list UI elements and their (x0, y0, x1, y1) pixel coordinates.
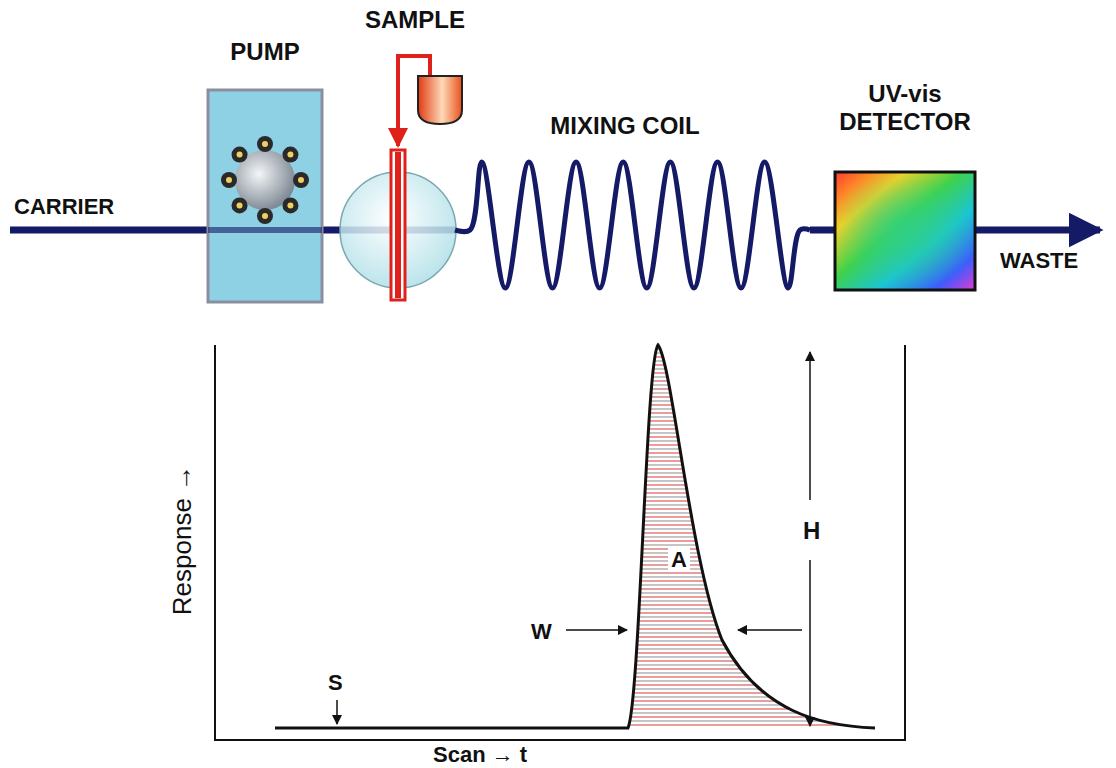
detector-glow (836, 173, 974, 289)
flow-tube (810, 227, 835, 234)
mixing-coil (455, 162, 810, 288)
roller-dot (287, 152, 293, 158)
pump-tube (208, 227, 322, 233)
roller-dot (298, 177, 304, 183)
inlet-label: CARRIER (14, 196, 114, 218)
outlet-label: WASTE (1000, 250, 1078, 272)
pump-roller (257, 208, 273, 224)
pump-roller (282, 197, 298, 213)
component-label: PUMP (230, 38, 299, 66)
component-label: UV-vis DETECTOR (830, 80, 980, 135)
pump-roller (293, 172, 309, 188)
start-arrow (336, 700, 338, 724)
component: UV-vis DETECTOR (828, 80, 982, 290)
sample-cup (418, 76, 462, 124)
height-arrow (809, 560, 811, 726)
component: SAMPLE (363, 6, 467, 124)
pump-roller (282, 147, 298, 163)
height-arrow (809, 352, 811, 500)
component-shape (835, 172, 975, 290)
start-marker: S (328, 672, 343, 694)
pump-body (208, 90, 322, 302)
roller-dot (226, 177, 232, 183)
width-arrow (738, 629, 802, 631)
width-arrow (566, 629, 627, 631)
pump-roller (221, 172, 237, 188)
roller-dot (237, 152, 243, 158)
component: MIXING COIL (455, 112, 810, 290)
peak-curve (275, 345, 875, 728)
height-label: H (800, 518, 823, 544)
component-label: SAMPLE (365, 6, 465, 34)
pump-roller (232, 147, 248, 163)
component-shape (418, 72, 462, 124)
area-label: A (668, 548, 690, 572)
component-label: MIXING COIL (550, 112, 699, 140)
axis-label: Scan → t (433, 744, 527, 766)
component-shape (455, 160, 810, 290)
carrier-tube (10, 227, 208, 234)
axis-label: Response → (169, 465, 195, 615)
pump-rollers (221, 136, 309, 224)
roller-dot (287, 202, 293, 208)
component-shape (208, 90, 322, 302)
roller-dot (262, 213, 268, 219)
waste-tube (975, 227, 1100, 234)
peak-area (630, 345, 875, 728)
detector-body (835, 172, 975, 290)
roller-dot (237, 202, 243, 208)
roller-dot (262, 141, 268, 147)
sample-loop-fill (395, 152, 401, 298)
pump-roller (257, 136, 273, 152)
pump-roller (232, 197, 248, 213)
width-label: W (528, 620, 555, 644)
chart-frame (215, 345, 905, 740)
component: PUMP (208, 38, 322, 302)
sample-loop (391, 150, 405, 300)
